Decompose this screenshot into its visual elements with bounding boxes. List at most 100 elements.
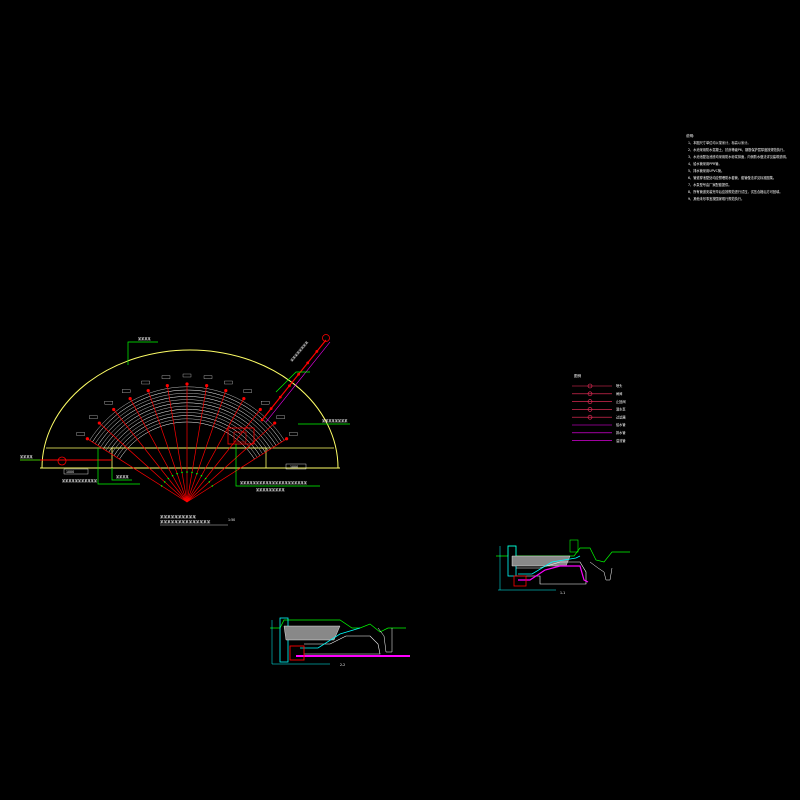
inner-nozzle-icon	[176, 472, 178, 475]
legend-label: 溢流管	[616, 438, 626, 443]
inner-nozzle-icon	[200, 474, 203, 477]
nozzle-icon	[205, 384, 209, 388]
section-2-2: 2-2	[270, 617, 410, 667]
dim-box-right	[285, 463, 307, 470]
label-right-mid: 某某某某某某某某	[322, 418, 348, 423]
arc-dim-box	[224, 380, 233, 385]
nozzle-icon	[165, 384, 169, 388]
diagonal-nozzle-icon	[260, 418, 264, 422]
inner-pool-rect	[111, 447, 267, 469]
arc-dim-box	[76, 432, 85, 436]
diagonal-nozzle-icon	[297, 372, 300, 376]
note-line-7: 7、水泵型号由厂家配套提供。	[688, 182, 731, 187]
plan-title-line2: 某某某某某某某某某某某某某某	[160, 519, 211, 524]
note-line-5: 5、排水管采用UPVC管。	[688, 168, 724, 173]
label-upper-right: 某某某某某某某某	[289, 339, 310, 362]
fan-pipe	[99, 422, 188, 503]
fan-pipe	[186, 385, 208, 503]
nozzle-icon	[185, 382, 189, 386]
fan-pipe	[186, 398, 245, 503]
section1-right-box	[569, 539, 579, 553]
note-line-8: 8、所有管道安装完毕后应按规范进行试压，试压合格后方可回填。	[688, 189, 782, 194]
section1-sump	[513, 575, 527, 587]
dim-left-value: 1000	[66, 470, 74, 474]
notes-heading: 说明:	[686, 133, 694, 138]
fan-pipe	[129, 398, 188, 503]
label-bottom-right-2: 某某某某某某某某某	[256, 487, 285, 492]
legend-heading: 图例	[574, 373, 582, 378]
legend-label: 喷头	[616, 383, 623, 388]
section1-pipe-magenta	[518, 565, 589, 583]
note-line-9: 9、其他未尽事宜按国家现行规范执行。	[688, 196, 744, 201]
leader-top	[127, 341, 158, 365]
inner-nozzle-icon	[171, 474, 174, 477]
nozzle-icon	[285, 437, 289, 441]
arc-dimension-labels	[76, 373, 298, 436]
legend-label: 止回阀	[616, 399, 626, 404]
detail-box	[227, 427, 255, 445]
fan-pipe	[186, 438, 287, 503]
plan-scale: 1:50	[228, 518, 235, 522]
notes-block: 说明: 1、本图尺寸单位均以毫米计，标高以米计。 2、水池采用防水混凝土，抗渗等…	[686, 133, 789, 201]
legend-label: 闸阀	[616, 391, 622, 396]
label-bottom-left: 某某某某某某某某某某某	[62, 478, 98, 483]
fan-pipe	[186, 409, 261, 503]
legend-label: 排水管	[616, 430, 626, 435]
section2-pipe-cyan	[300, 627, 361, 649]
section2-ground	[270, 619, 406, 633]
legend-symbol-icon	[587, 399, 593, 404]
plan-title-line1: 某某某某某某某某某某	[160, 514, 196, 519]
diagonal-pipe-end-marker	[322, 334, 330, 342]
nozzle-icon	[273, 421, 277, 425]
note-line-2: 2、水池采用防水混凝土，抗渗等级P6，钢筋保护层厚度按规范执行。	[688, 147, 786, 152]
label-left-outer: 某某某某	[20, 454, 34, 459]
label-bottom-mid: 某某某某	[116, 474, 130, 479]
fan-pipe	[166, 385, 188, 503]
legend-label: 潜水泵	[616, 407, 626, 412]
section2-sump	[289, 645, 305, 661]
nozzle-icon	[112, 407, 116, 412]
diagonal-nozzle-icon	[306, 361, 310, 365]
section1-label: 1-1	[560, 591, 565, 595]
diagonal-pipe-ticks	[260, 350, 319, 422]
arc-dim-box	[141, 380, 150, 385]
inner-nozzle-icon	[196, 472, 198, 475]
nozzle-icon	[224, 388, 228, 393]
dim-box-left	[63, 468, 89, 475]
arc-dim-box	[276, 415, 285, 419]
nozzle-icon	[97, 421, 101, 425]
nozzle-icon	[242, 396, 246, 401]
legend-symbol-icon	[587, 383, 593, 389]
inner-nozzle-icon	[163, 481, 166, 483]
legend-symbol-icon	[587, 391, 593, 397]
section2-hatch-slab	[283, 625, 341, 641]
inner-nozzle-icon	[160, 485, 163, 487]
fan-pipe	[113, 409, 188, 503]
diagonal-pipe	[261, 339, 327, 421]
inner-nozzle-icon	[186, 471, 188, 473]
note-line-3: 3、水池池壁及池底均采用防水砂浆抹面，内侧防水做法详见建筑说明。	[688, 154, 789, 159]
inner-nozzle-icon	[167, 477, 170, 480]
diagonal-nozzle-icon	[278, 395, 282, 399]
fan-pipe	[87, 438, 188, 503]
arc-dim-box	[203, 375, 213, 379]
legend-label: 给水管	[616, 422, 626, 427]
detail-box-2	[233, 431, 247, 443]
pipe-fan	[87, 384, 287, 503]
inner-nozzle-icon	[208, 481, 211, 483]
diagonal-pipe-2	[265, 341, 331, 423]
fan-pipe	[186, 390, 227, 503]
fan-pipe	[147, 390, 188, 503]
nozzle-markers	[85, 382, 289, 487]
legend-symbol-icon	[587, 414, 593, 420]
label-bottom-right-1: 某某某某某某某某某某某某某某某某某某某某某	[240, 480, 308, 485]
section1-pool	[516, 561, 587, 585]
note-line-1: 1、本图尺寸单位均以毫米计，标高以米计。	[688, 140, 751, 145]
leader-bottom-left	[97, 448, 140, 485]
arc-dim-box	[161, 375, 171, 379]
leader-bottom-mid	[111, 468, 132, 481]
legend-symbol-icon	[587, 407, 593, 412]
legend-label: 过滤器	[616, 414, 626, 419]
